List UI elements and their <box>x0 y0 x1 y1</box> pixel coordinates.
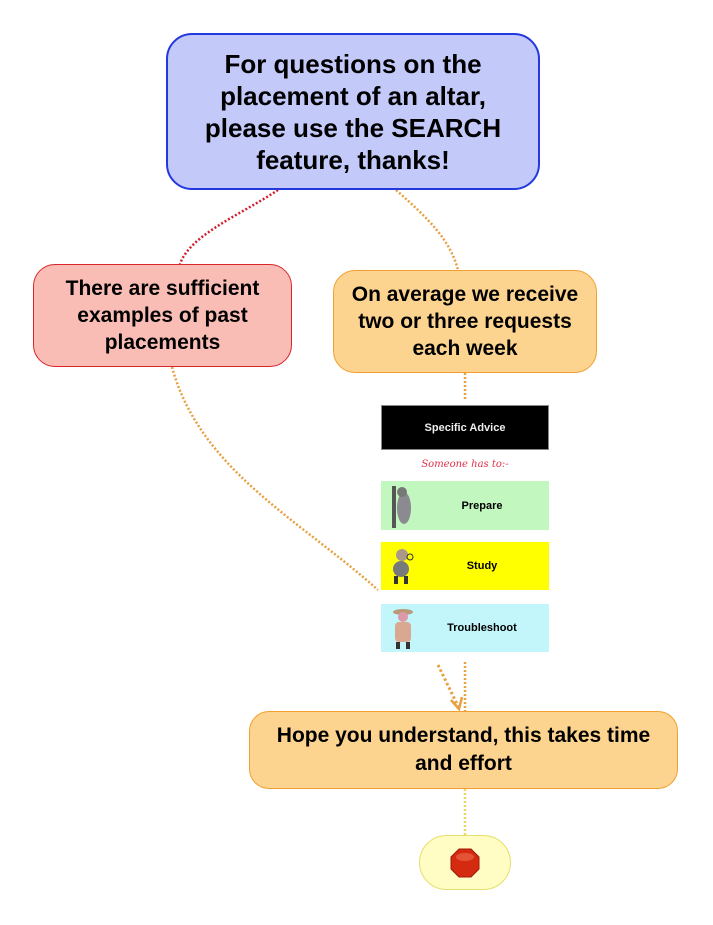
panel-item-label: Study <box>466 560 498 572</box>
detective-icon <box>381 606 425 650</box>
panel-item-prepare: Prepare <box>381 481 549 530</box>
figure-leaning-icon <box>381 484 425 528</box>
connector-red-to-panel <box>170 366 379 591</box>
figure-magnifier-icon <box>381 544 425 588</box>
connector-panel-to-bottom-arrow <box>436 664 460 707</box>
connector-top-to-red <box>178 188 279 265</box>
node-text: On average we receive two or three reque… <box>351 283 579 360</box>
panel-subtitle: Someone has to:- <box>421 459 509 470</box>
node-text: For questions on the placement of an alt… <box>204 48 502 175</box>
connector-top-to-orange <box>395 189 460 271</box>
node-search-notice: For questions on the placement of an alt… <box>166 33 540 190</box>
panel-item-study: Study <box>381 542 549 590</box>
node-end <box>419 835 511 890</box>
stop-sign-icon <box>450 848 480 877</box>
node-past-examples: There are sufficient examples of past pl… <box>33 264 292 367</box>
panel-item-label: Prepare <box>461 499 503 512</box>
node-text: There are sufficient examples of past pl… <box>65 277 260 354</box>
node-time-and-effort: Hope you understand, this takes time and… <box>249 711 678 789</box>
panel-item-label: Troubleshoot <box>447 622 517 634</box>
arrowhead-icon <box>450 696 464 712</box>
panel-header: Specific Advice <box>381 405 549 450</box>
node-text: Hope you understand, this takes time and… <box>276 724 651 775</box>
panel-item-troubleshoot: Troubleshoot <box>381 604 549 652</box>
node-requests-per-week: On average we receive two or three reque… <box>333 270 597 373</box>
specific-advice-panel: Specific Advice Someone has to:- Prepare… <box>381 405 549 652</box>
